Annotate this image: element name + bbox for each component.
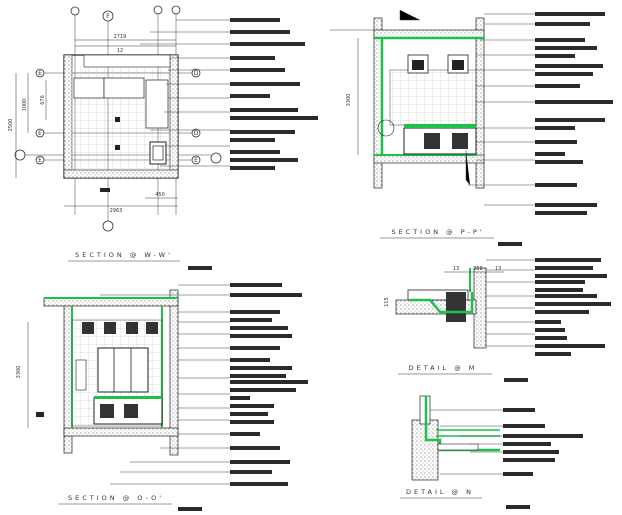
dim-left-upper: 676 (40, 95, 46, 105)
floor-slab-oo (63, 427, 179, 437)
wall-right (169, 54, 179, 179)
detail-n: DETAIL @ N (400, 395, 583, 509)
vanity-block-m (446, 292, 466, 322)
detail-callout-pp (377, 119, 395, 137)
dim-height-oo: 3300 (16, 366, 22, 379)
scale-bar-ww (188, 266, 212, 270)
grid-letters-ww: F E E E D D E (38, 13, 199, 164)
dim-height-pp: 3300 (346, 94, 352, 107)
dim-m-side: 115 (384, 297, 390, 307)
scale-bar-n (506, 505, 530, 509)
leaders-ww (140, 19, 230, 167)
wall-bottom (63, 169, 179, 179)
waterproofing-m (410, 292, 474, 314)
grid-letter: E (38, 157, 42, 164)
title-m: DETAIL @ M (409, 364, 478, 372)
grid-letter: E (38, 70, 42, 77)
title-oo: SECTION @ O-O' (68, 494, 164, 502)
note-bars-m (535, 258, 611, 356)
dim-m-a: 13 (453, 266, 459, 272)
leaders-m (486, 259, 535, 347)
grid-letter: E (194, 157, 198, 164)
wall-left (63, 54, 73, 179)
grid-letter: D (194, 130, 199, 137)
leaders-oo (100, 284, 230, 485)
leaders-n (430, 409, 503, 475)
section-oo: 3300 SECTION @ O-O' (16, 283, 308, 511)
dim-left-total: 2500 (8, 119, 14, 132)
note-bars-oo (230, 283, 308, 486)
leaders-pp (330, 10, 535, 206)
title-pp: SECTION @ P-P' (391, 228, 484, 236)
dim-top: 2719 (114, 34, 127, 40)
title-ww: SECTION @ W-W' (75, 251, 173, 259)
note-bars-pp (535, 12, 613, 215)
section-pp: 3300 SECTION @ P-P' (330, 10, 613, 246)
counter (73, 77, 105, 99)
scale-bar-oo (178, 507, 202, 511)
wall-right-oo (169, 289, 179, 456)
dim-left-mid: 1000 (22, 99, 28, 112)
dim-m-b: 250 (473, 266, 483, 272)
grid-letter: D (194, 70, 199, 77)
note-bars-ww (230, 18, 318, 170)
grid-letter: F (106, 13, 110, 20)
cabinet (145, 79, 169, 129)
dim-bottom-total: 2963 (110, 208, 123, 214)
grid-letter: E (38, 130, 42, 137)
wc (149, 141, 167, 165)
towel-rail (75, 359, 87, 391)
scale-bar-m (504, 378, 528, 382)
scale-bar-pp (498, 242, 522, 246)
roof-slab-oo (43, 297, 179, 307)
floor-slab-pp (373, 154, 485, 164)
section-ww: F E E E D D E (8, 5, 318, 270)
window-oo (97, 347, 149, 393)
detail-m: 13 250 13 115 DETAIL @ M (384, 258, 611, 382)
top-beam (83, 54, 171, 68)
dim-sub: 12 (117, 48, 123, 54)
waterproofing-pp (374, 36, 484, 155)
dimensions-ww (15, 39, 178, 207)
dim-bottom-small: 450 (155, 192, 165, 198)
dim-m-c: 13 (495, 266, 501, 272)
note-bars-n (503, 408, 583, 476)
title-n: DETAIL @ N (406, 488, 474, 496)
counter-2 (103, 77, 145, 99)
wall-tiles-pp (389, 69, 477, 126)
